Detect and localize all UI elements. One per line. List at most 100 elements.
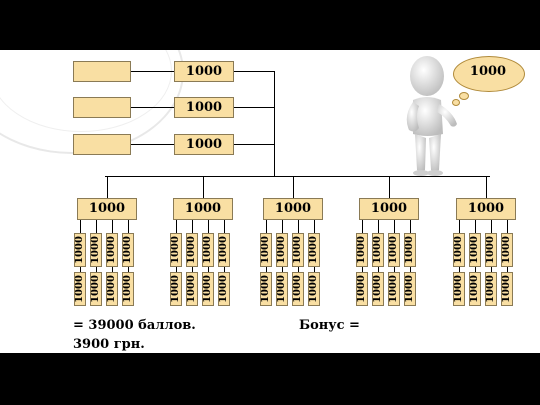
person-figure [406, 56, 457, 176]
child-box: 1000 [292, 272, 304, 306]
child-value: 1000 [276, 236, 287, 264]
child-value: 1000 [170, 275, 181, 303]
connector-line [234, 107, 274, 108]
connector-line [192, 220, 193, 233]
child-box: 1000 [501, 233, 513, 267]
connector-line [378, 220, 379, 233]
connector-line [394, 220, 395, 233]
top-value-box: 1000 [174, 61, 234, 82]
total-text: = 39000 баллов. [73, 318, 196, 333]
child-value: 1000 [308, 236, 319, 264]
child-box: 1000 [404, 233, 416, 267]
connector-line [131, 107, 174, 108]
child-value: 1000 [122, 236, 133, 264]
child-box: 1000 [202, 272, 214, 306]
child-box: 1000 [356, 233, 368, 267]
child-box: 1000 [308, 233, 320, 267]
child-value: 1000 [90, 236, 101, 264]
child-box: 1000 [186, 272, 198, 306]
connector-line [80, 267, 81, 272]
connector-line [128, 220, 129, 233]
connector-line [389, 176, 390, 198]
child-value: 1000 [218, 236, 229, 264]
group-box: 1000 [77, 198, 137, 220]
child-value: 1000 [453, 275, 464, 303]
child-box: 1000 [106, 233, 118, 267]
connector-line [192, 267, 193, 272]
connector-line [234, 71, 274, 72]
connector-line [298, 220, 299, 233]
child-box: 1000 [469, 233, 481, 267]
child-box: 1000 [276, 272, 288, 306]
connector-line [234, 144, 274, 145]
child-value: 1000 [469, 236, 480, 264]
child-box: 1000 [308, 272, 320, 306]
slide: 1000 1000 1000 1000 [0, 50, 540, 353]
child-box: 1000 [90, 272, 102, 306]
child-box: 1000 [485, 233, 497, 267]
child-box: 1000 [74, 272, 86, 306]
child-box: 1000 [388, 272, 400, 306]
child-box: 1000 [260, 233, 272, 267]
connector-line [208, 267, 209, 272]
connector-line [298, 267, 299, 272]
connector-line [410, 267, 411, 272]
bus-line [105, 176, 490, 177]
child-value: 1000 [372, 275, 383, 303]
connector-line [176, 220, 177, 233]
child-box: 1000 [218, 272, 230, 306]
group-box: 1000 [456, 198, 516, 220]
connector-line [507, 220, 508, 233]
child-value: 1000 [260, 275, 271, 303]
child-box: 1000 [106, 272, 118, 306]
connector-line [112, 220, 113, 233]
child-box: 1000 [170, 233, 182, 267]
child-value: 1000 [308, 275, 319, 303]
child-value: 1000 [170, 236, 181, 264]
child-box: 1000 [485, 272, 497, 306]
connector-line [112, 267, 113, 272]
bonus-text: Бонус = [299, 318, 360, 333]
top-value-box: 1000 [174, 134, 234, 155]
child-box: 1000 [404, 272, 416, 306]
group-box: 1000 [359, 198, 419, 220]
connector-line [131, 71, 174, 72]
connector-line [176, 267, 177, 272]
child-box: 1000 [469, 272, 481, 306]
child-box: 1000 [292, 233, 304, 267]
connector-line [293, 176, 294, 198]
child-value: 1000 [292, 275, 303, 303]
child-value: 1000 [276, 275, 287, 303]
connector-line [394, 267, 395, 272]
connector-line [314, 220, 315, 233]
child-value: 1000 [90, 275, 101, 303]
connector-line [282, 267, 283, 272]
connector-line [507, 267, 508, 272]
child-value: 1000 [292, 236, 303, 264]
connector-line [80, 220, 81, 233]
child-value: 1000 [122, 275, 133, 303]
connector-line [128, 267, 129, 272]
child-box: 1000 [372, 233, 384, 267]
connector-line [131, 144, 174, 145]
child-box: 1000 [186, 233, 198, 267]
child-value: 1000 [260, 236, 271, 264]
child-box: 1000 [90, 233, 102, 267]
child-value: 1000 [485, 275, 496, 303]
connector-line [107, 176, 108, 198]
connector-line [491, 220, 492, 233]
child-box: 1000 [122, 272, 134, 306]
child-box: 1000 [74, 233, 86, 267]
connector-line [410, 220, 411, 233]
connector-line [282, 220, 283, 233]
top-empty-box [73, 134, 131, 155]
child-box: 1000 [356, 272, 368, 306]
child-value: 1000 [469, 275, 480, 303]
connector-line [274, 71, 275, 177]
group-box: 1000 [173, 198, 233, 220]
child-value: 1000 [106, 275, 117, 303]
child-box: 1000 [170, 272, 182, 306]
connector-line [475, 267, 476, 272]
connector-line [314, 267, 315, 272]
